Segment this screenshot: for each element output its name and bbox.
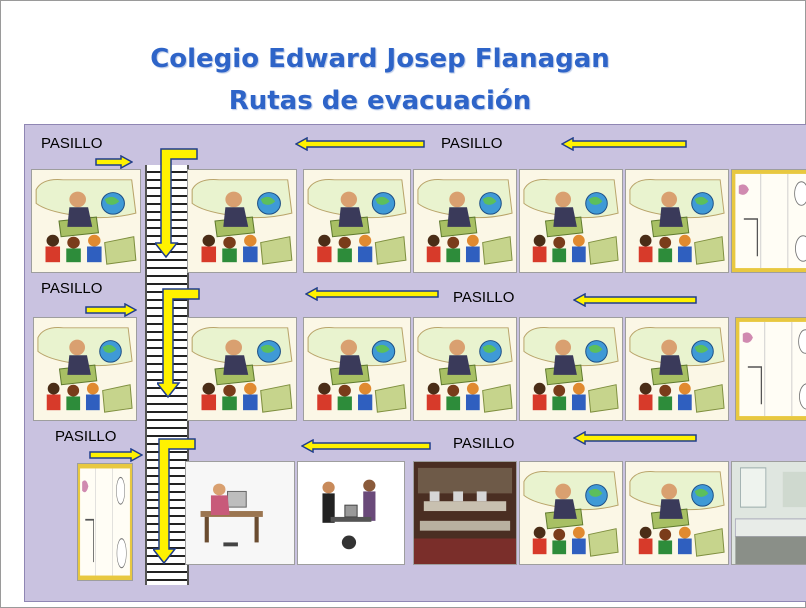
- classroom-room-illustration: [33, 317, 137, 421]
- right-arrow-icon: [89, 448, 143, 462]
- office-room-illustration: [185, 461, 295, 565]
- bathroom-room-illustration: [77, 463, 133, 581]
- classroom-room-illustration: [31, 169, 141, 273]
- classroom-room-illustration: [413, 169, 517, 273]
- left-arrow-icon: [301, 439, 431, 453]
- corridor-label-center-floor-2: PASILLO: [453, 289, 515, 306]
- computer-lab-room-illustration: [413, 461, 517, 565]
- classroom-room-illustration: [187, 169, 297, 273]
- classroom-room-illustration: [303, 169, 411, 273]
- classroom-room-illustration: [625, 169, 729, 273]
- classroom-room-illustration: [519, 461, 623, 565]
- right-arrow-icon: [95, 155, 133, 169]
- page-subtitle: Rutas de evacuación: [228, 86, 532, 116]
- corridor-label-left-floor-2: PASILLO: [41, 280, 103, 297]
- classroom-room-illustration: [519, 317, 623, 421]
- corridor-label-left-floor-1: PASILLO: [41, 135, 103, 152]
- bathroom-room-illustration: [731, 169, 806, 273]
- left-arrow-icon: [305, 287, 439, 301]
- page-title: Colegio Edward Josep Flanagan: [150, 44, 610, 74]
- left-arrow-icon: [561, 137, 687, 151]
- floor-plan: PASILLO PASILLO: [24, 124, 806, 602]
- right-arrow-icon: [85, 303, 137, 317]
- left-arrow-icon: [573, 293, 697, 307]
- bathroom-room-illustration: [735, 317, 806, 421]
- down-arrow-icon: [155, 148, 198, 259]
- classroom-room-illustration: [519, 169, 623, 273]
- down-arrow-icon: [153, 438, 196, 565]
- corridor-label-left-floor-3: PASILLO: [55, 428, 117, 445]
- left-arrow-icon: [295, 137, 425, 151]
- meeting-room-illustration: [297, 461, 405, 565]
- down-arrow-icon: [157, 288, 200, 399]
- corridor-label-center-floor-1: PASILLO: [441, 135, 503, 152]
- classroom-room-illustration: [625, 461, 729, 565]
- classroom-room-illustration: [303, 317, 411, 421]
- classroom-room-illustration: [413, 317, 517, 421]
- left-arrow-icon: [573, 431, 697, 445]
- lab-room-illustration: [731, 461, 806, 565]
- corridor-label-center-floor-3: PASILLO: [453, 435, 515, 452]
- classroom-room-illustration: [625, 317, 729, 421]
- classroom-room-illustration: [187, 317, 297, 421]
